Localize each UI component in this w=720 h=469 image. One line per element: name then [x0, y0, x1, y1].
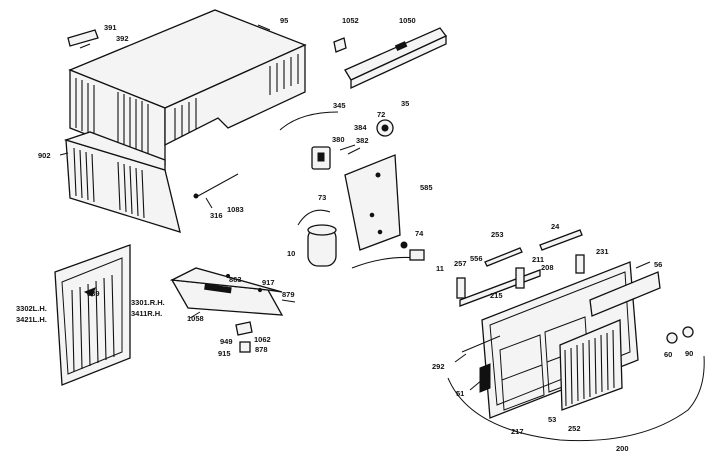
label-200: 200	[616, 444, 629, 453]
label-1083: 1083	[227, 205, 244, 214]
capacitor	[297, 209, 337, 267]
label-949: 949	[220, 337, 233, 346]
front-filter	[559, 319, 623, 411]
label-95: 95	[280, 16, 288, 25]
label-257: 257	[454, 259, 467, 268]
label-878: 878	[255, 345, 268, 354]
side-curtain-panel	[54, 244, 131, 386]
label-917: 917	[262, 278, 275, 287]
label-74: 74	[415, 229, 424, 238]
wiring-harness	[351, 241, 425, 269]
label-585: 585	[420, 183, 433, 192]
label-11: 11	[436, 264, 444, 273]
label-211: 211	[532, 255, 544, 264]
label-902: 902	[38, 151, 51, 160]
label-392: 392	[116, 34, 129, 43]
control-panel-assembly	[279, 111, 401, 251]
label-3302: 3302L.H.	[16, 304, 47, 313]
label-1052: 1052	[342, 16, 359, 25]
small-clips	[235, 321, 253, 353]
label-253: 253	[491, 230, 504, 239]
label-3301: 3301.R.H.	[131, 298, 165, 307]
label-316: 316	[210, 211, 223, 220]
rail-bracket	[344, 27, 448, 90]
label-56: 56	[654, 260, 662, 269]
label-889: 889	[87, 289, 100, 298]
mounting-screw-rod	[193, 173, 239, 199]
label-556: 556	[470, 254, 483, 263]
label-35: 35	[401, 99, 409, 108]
label-24: 24	[551, 222, 560, 231]
label-10: 10	[287, 249, 295, 258]
control-knobs	[666, 326, 694, 344]
label-252: 252	[568, 424, 581, 433]
label-3421: 3421L.H.	[16, 315, 47, 324]
label-60: 60	[664, 350, 672, 359]
front-grille	[456, 229, 661, 419]
label-3411: 3411R.H.	[131, 309, 162, 318]
drain-tray	[169, 267, 284, 316]
label-90: 90	[685, 349, 693, 358]
label-292: 292	[432, 362, 445, 371]
label-231: 231	[596, 247, 609, 256]
label-72: 72	[377, 110, 385, 119]
label-51: 51	[456, 389, 464, 398]
label-208: 208	[541, 263, 554, 272]
label-1062: 1062	[254, 335, 271, 344]
label-1050: 1050	[399, 16, 416, 25]
label-53: 53	[548, 415, 556, 424]
label-879: 879	[282, 290, 295, 299]
base-pan	[63, 131, 181, 233]
label-345: 345	[333, 101, 346, 110]
label-215: 215	[490, 291, 503, 300]
label-1058: 1058	[187, 314, 204, 323]
outer-case	[68, 9, 307, 233]
label-382: 382	[356, 136, 369, 145]
screw-set	[67, 29, 99, 49]
label-863: 863	[229, 275, 242, 284]
label-73: 73	[318, 193, 326, 202]
label-915: 915	[218, 349, 231, 358]
label-217: 217	[511, 427, 524, 436]
part-labels: 391 392 95 1052 1050 902 345 72 35 380 3…	[16, 16, 693, 453]
label-391: 391	[104, 23, 117, 32]
small-bracket-1052	[333, 37, 347, 53]
assembly-group-curve	[447, 355, 705, 442]
label-380: 380	[332, 135, 345, 144]
label-384: 384	[354, 123, 367, 132]
leader-lines	[59, 24, 651, 391]
